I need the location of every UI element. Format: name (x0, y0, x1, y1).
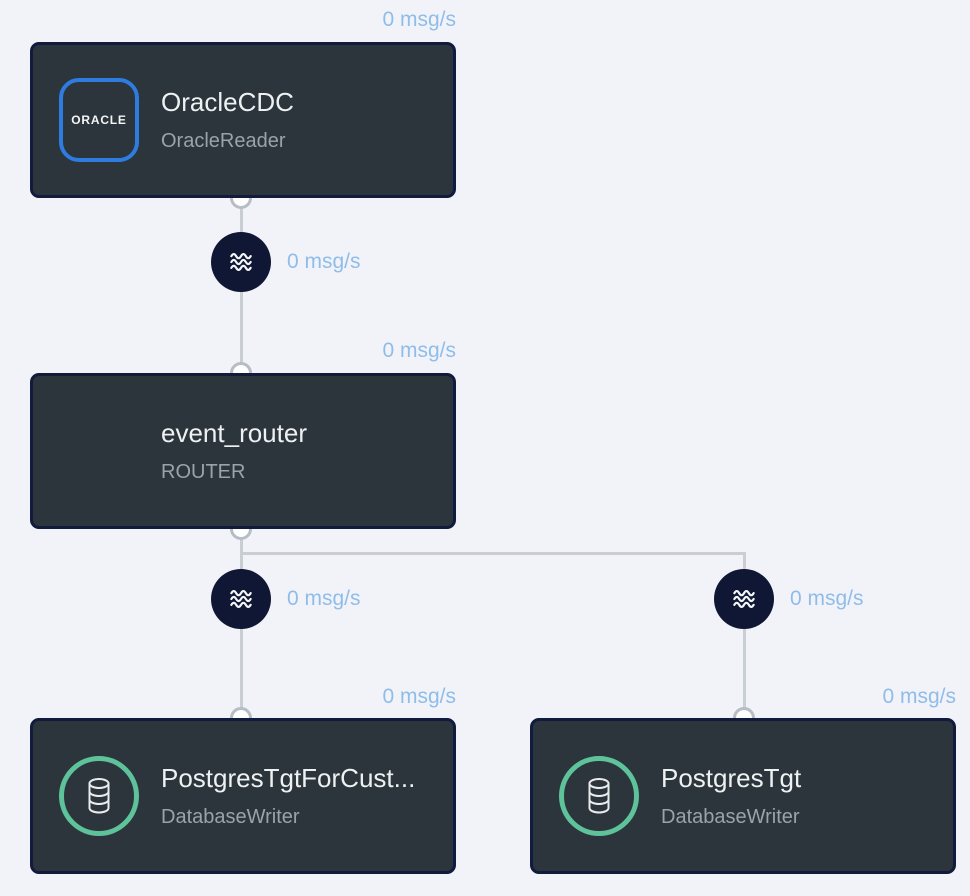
node-postgres-tgt[interactable]: PostgresTgt DatabaseWriter (530, 718, 956, 874)
edge-router-to-right-target (743, 552, 746, 718)
waves-icon (733, 589, 755, 609)
oracle-source-icon: ORACLE (59, 78, 139, 162)
database-cylinder-icon (88, 778, 110, 814)
rate-label-left-target: 0 msg/s (382, 685, 456, 708)
node-oraclecdc[interactable]: ORACLE OracleCDC OracleReader (30, 42, 456, 198)
edge-branch-horizontal (240, 552, 746, 555)
node-postgres-tgt-for-cust[interactable]: PostgresTgtForCust... DatabaseWriter (30, 718, 456, 874)
rate-label-stream-source: 0 msg/s (287, 250, 361, 273)
stream-node-right[interactable] (714, 569, 774, 629)
rate-label-stream-left: 0 msg/s (287, 587, 361, 610)
node-title: PostgresTgtForCust... (161, 763, 416, 794)
database-target-icon (59, 756, 139, 836)
node-title: PostgresTgt (661, 763, 802, 794)
rate-label-right-target: 0 msg/s (882, 685, 956, 708)
node-title: event_router (161, 418, 307, 449)
database-cylinder-icon (588, 778, 610, 814)
node-subtitle: DatabaseWriter (661, 805, 800, 828)
rate-label-stream-right: 0 msg/s (790, 587, 864, 610)
node-title: OracleCDC (161, 87, 294, 118)
node-subtitle: OracleReader (161, 129, 286, 152)
waves-icon (230, 589, 252, 609)
stream-node-source[interactable] (211, 232, 271, 292)
database-target-icon (559, 756, 639, 836)
node-subtitle: DatabaseWriter (161, 805, 300, 828)
rate-label-router: 0 msg/s (382, 339, 456, 362)
node-event-router[interactable]: event_router ROUTER (30, 373, 456, 529)
rate-label-oraclecdc: 0 msg/s (382, 8, 456, 31)
node-subtitle: ROUTER (161, 460, 246, 483)
waves-icon (230, 252, 252, 272)
stream-node-left[interactable] (211, 569, 271, 629)
oracle-badge-label: ORACLE (71, 113, 127, 127)
